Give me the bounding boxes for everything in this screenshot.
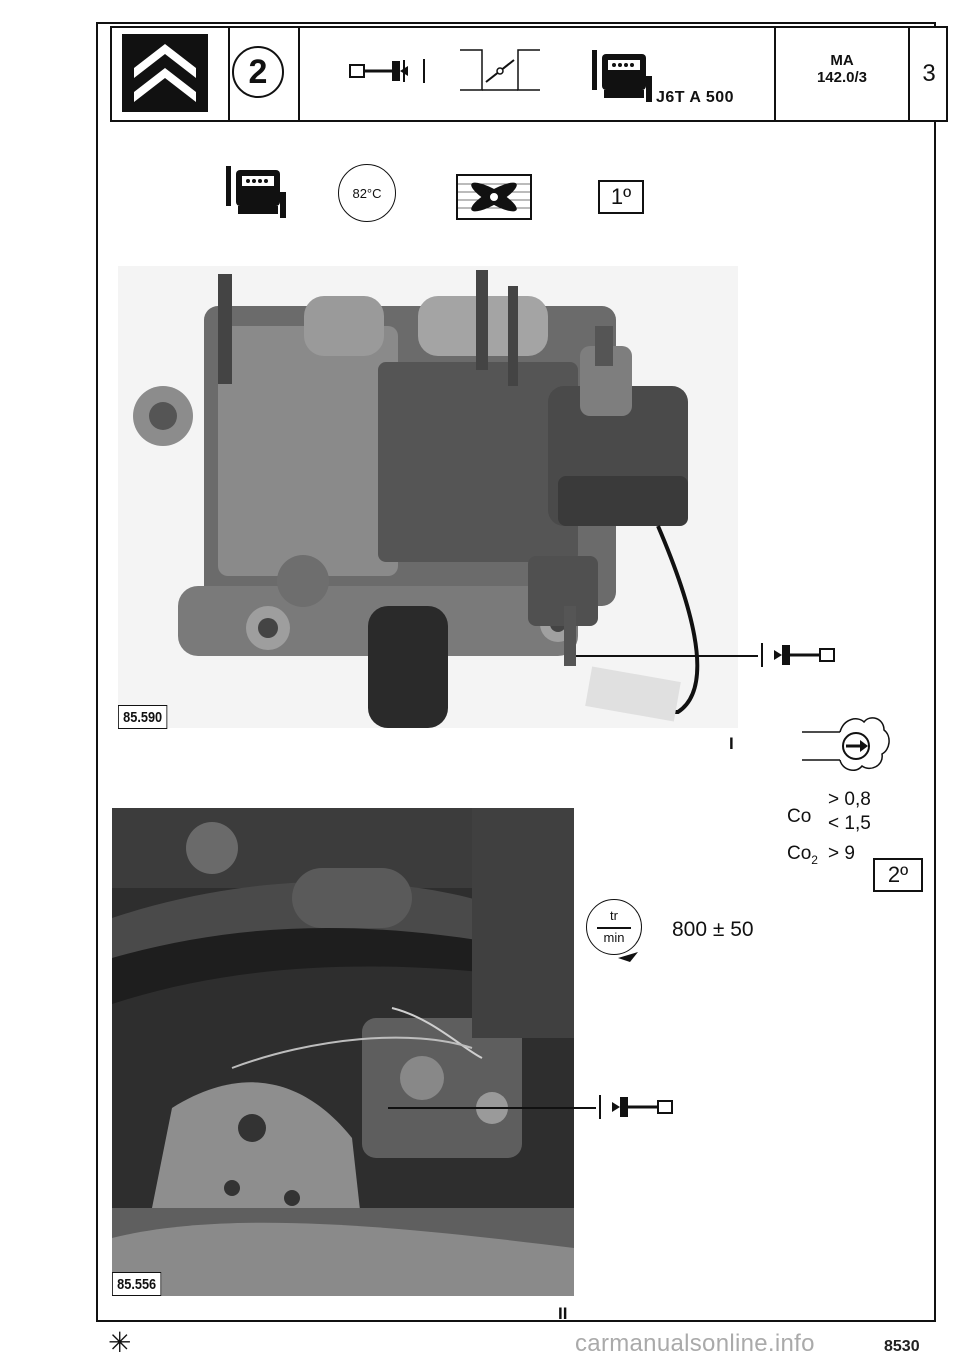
engine-bay-photo	[112, 808, 574, 1296]
rpm-dial-bottom: min	[603, 930, 625, 945]
manual-ref-line1: MA	[830, 52, 854, 69]
idle-rpm-value: 800 ± 50	[672, 918, 754, 941]
footer-star-icon: ✳	[108, 1327, 132, 1358]
header-divider	[774, 28, 776, 120]
figure-1-ref: 85.590	[118, 705, 168, 729]
header-divider	[298, 28, 300, 120]
rotation-arrow-icon	[618, 952, 638, 962]
manual-reference: MA 142.0/3	[776, 52, 908, 86]
page-number: 3	[922, 60, 936, 87]
citroen-logo-icon	[122, 34, 208, 112]
header-divider	[228, 28, 230, 120]
co-max-value: < 1,5	[828, 813, 871, 834]
figure-2-ref: 85.556	[112, 1272, 162, 1296]
figure-2-leader-line	[388, 1107, 596, 1109]
rpm-dial-top: tr	[610, 908, 618, 923]
adjusting-screw-icon	[761, 643, 835, 667]
exhaust-analyzer-icon	[802, 717, 890, 771]
step-1-label: 1º	[598, 180, 644, 214]
figure-1-label: I	[729, 734, 734, 753]
section-number: 2	[232, 46, 284, 98]
figure-1-leader-line	[576, 655, 758, 657]
co2-label: Co2	[787, 843, 818, 867]
co-min-value: > 0,8	[828, 789, 871, 810]
figure-2-label: II	[558, 1304, 568, 1323]
manual-ref-line2: 142.0/3	[816, 69, 868, 86]
engine-icon	[226, 166, 286, 218]
rpm-dial-icon: tr min	[586, 899, 642, 955]
carburettor-photo	[118, 266, 738, 728]
adjusting-screw-icon	[349, 59, 425, 83]
co-label: Co	[787, 806, 812, 827]
co2-value: > 9	[828, 843, 855, 864]
engine-temperature: 82°C	[338, 164, 396, 222]
page-frame	[96, 22, 936, 1322]
footer-code: 8530	[884, 1338, 920, 1355]
throttle-body-icon	[460, 49, 540, 91]
header-divider	[908, 28, 910, 120]
engine-icon	[592, 50, 652, 102]
rpm-dial-bar	[597, 927, 631, 929]
watermark: carmanualsonline.info	[575, 1330, 815, 1357]
fan-disabled-icon	[456, 174, 532, 220]
step-2-label: 2º	[873, 858, 923, 892]
engine-code: J6T A 500	[656, 89, 735, 106]
adjusting-screw-icon	[599, 1095, 673, 1119]
